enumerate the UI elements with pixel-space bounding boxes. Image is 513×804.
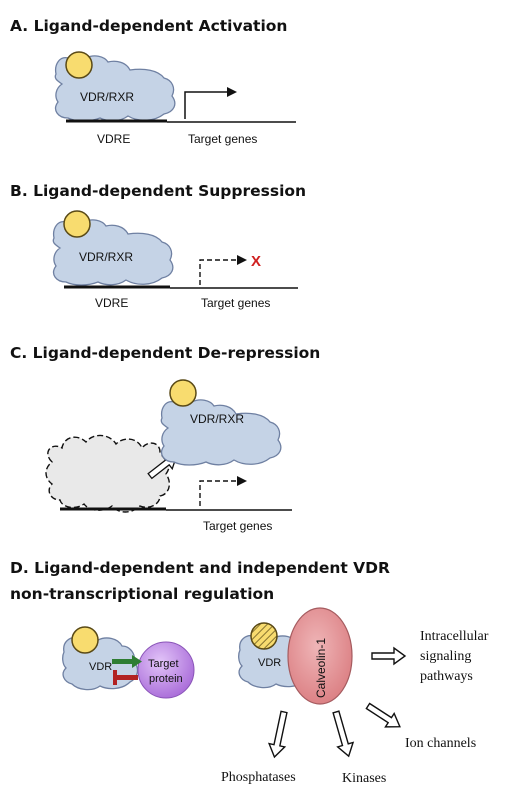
panel-a-vdre-label: VDRE bbox=[97, 132, 130, 146]
panel-d-target-protein bbox=[137, 641, 195, 699]
panel-d-output-kinases: Kinases bbox=[342, 771, 386, 786]
panel-d-output-intracellular-line1: Intracellular bbox=[420, 629, 489, 644]
panel-b-ligand bbox=[63, 210, 91, 238]
panel-d-vdr-left-label: VDR bbox=[89, 661, 112, 673]
panel-d-arrow-phosphatases bbox=[267, 710, 288, 759]
panel-d-arrow-kinases bbox=[332, 710, 355, 758]
panel-c-corepressor-released bbox=[45, 434, 171, 513]
panel-b-complex-label: VDR/RXR bbox=[79, 250, 133, 264]
panel-d-output-intracellular-line3: pathways bbox=[420, 669, 473, 684]
panel-a-arrowhead bbox=[227, 87, 237, 97]
panel-d-output-ion-channels: Ion channels bbox=[405, 736, 476, 751]
panel-b-target-genes-label: Target genes bbox=[201, 296, 270, 310]
panel-b-blocked-mark: X bbox=[251, 253, 261, 270]
panel-d-arrow-intracellular bbox=[371, 646, 407, 666]
panel-d-output-intracellular-line2: signaling bbox=[420, 649, 471, 664]
panel-d-inhibition-bar bbox=[113, 670, 138, 685]
panel-d-output-phosphatases: Phosphatases bbox=[221, 770, 296, 785]
panel-c-transcription-arrow bbox=[199, 480, 238, 506]
panel-d-caveolin-1 bbox=[287, 607, 353, 705]
panel-d-title-line2: non-transcriptional regulation bbox=[10, 585, 274, 603]
panel-c-target-genes-label: Target genes bbox=[203, 519, 272, 533]
panel-a-title: A. Ligand-dependent Activation bbox=[10, 17, 287, 35]
panel-c-arrowhead bbox=[237, 476, 247, 486]
panel-a-transcription-arrow bbox=[184, 91, 228, 119]
panel-b-arrowhead bbox=[237, 255, 247, 265]
panel-d-caveolin-label: Calveolin-1 bbox=[314, 638, 328, 698]
panel-d-activation-arrow bbox=[112, 655, 142, 668]
panel-b-blocked-transcription-arrow bbox=[199, 259, 238, 285]
panel-c-title: C. Ligand-dependent De-repression bbox=[10, 344, 320, 362]
panel-d-ligand-right-hatched bbox=[250, 622, 278, 650]
panel-c-complex-label: VDR/RXR bbox=[190, 412, 244, 426]
panel-a-complex-label: VDR/RXR bbox=[80, 90, 134, 104]
panel-a-ligand bbox=[65, 51, 93, 79]
panel-d-vdr-right-label: VDR bbox=[258, 657, 281, 669]
panel-c-vdr-rxr-complex bbox=[160, 396, 282, 466]
panel-d-arrow-ion-channels bbox=[365, 702, 401, 728]
panel-d-ligand-left bbox=[71, 626, 99, 654]
panel-d-target-protein-label-line1: Target bbox=[148, 658, 179, 670]
panel-b-title: B. Ligand-dependent Suppression bbox=[10, 182, 306, 200]
panel-c-ligand bbox=[169, 379, 197, 407]
panel-d-target-protein-label-line2: protein bbox=[149, 673, 183, 685]
panel-d-title-line1: D. Ligand-dependent and independent VDR bbox=[10, 559, 390, 577]
panel-a-target-genes-label: Target genes bbox=[188, 132, 257, 146]
panel-b-vdre-label: VDRE bbox=[95, 296, 128, 310]
